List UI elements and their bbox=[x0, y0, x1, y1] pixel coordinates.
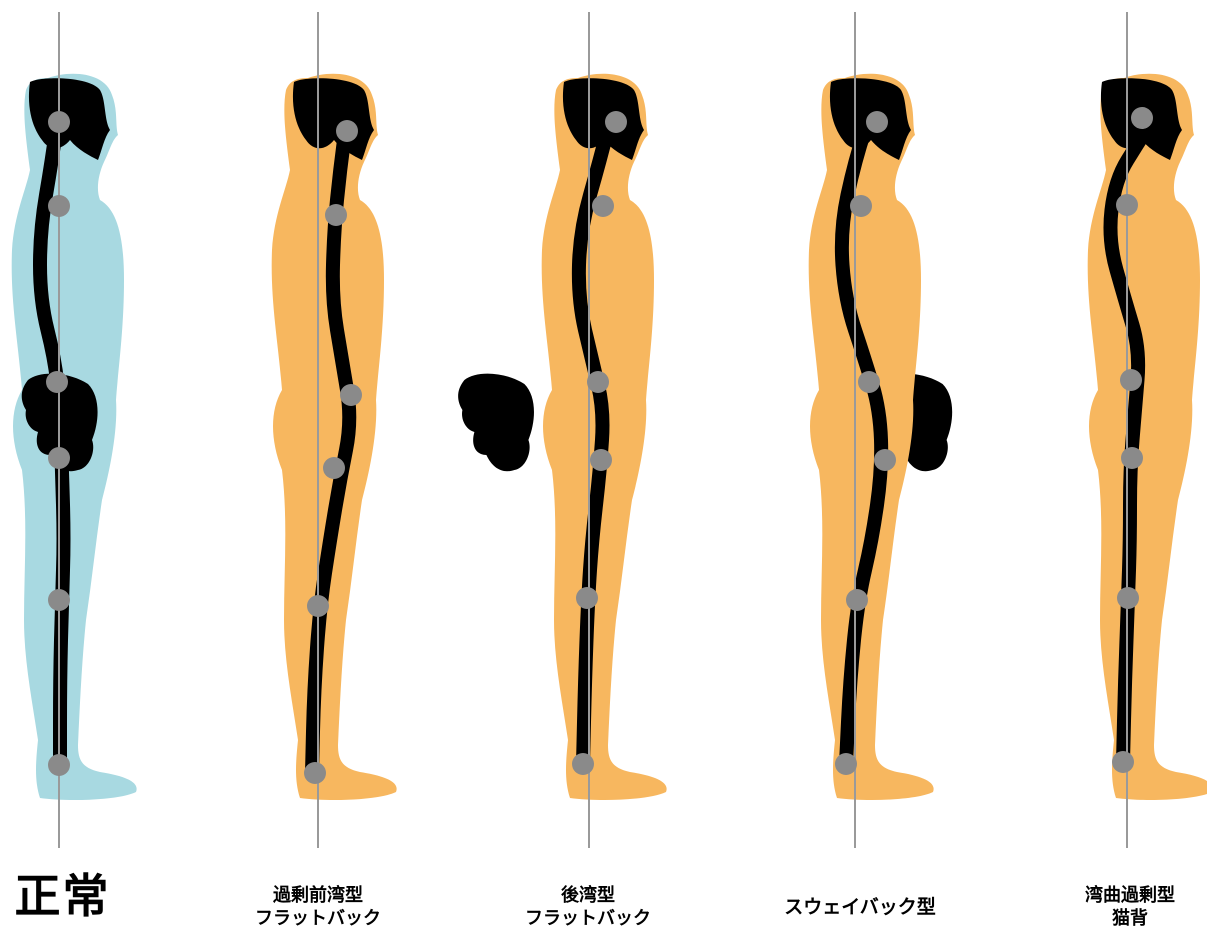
joint-marker bbox=[48, 589, 70, 611]
joint-marker bbox=[307, 595, 329, 617]
joint-marker bbox=[340, 384, 362, 406]
posture-label-line: フラットバック bbox=[508, 908, 668, 931]
posture-label-line: 正常 bbox=[0, 868, 125, 926]
posture-label-normal: 正常 bbox=[0, 868, 125, 926]
joint-marker bbox=[323, 457, 345, 479]
joint-marker bbox=[304, 762, 326, 784]
pelvis-shape bbox=[458, 374, 534, 472]
joint-marker bbox=[48, 447, 70, 469]
posture-label-flat-back: 後湾型 フラットバック bbox=[508, 885, 668, 930]
posture-label-flat-back-kyphosis: 過剰前湾型 フラットバック bbox=[238, 885, 398, 930]
joint-marker bbox=[858, 371, 880, 393]
joint-marker bbox=[336, 120, 358, 142]
joint-marker bbox=[1117, 587, 1139, 609]
posture-label-line: 湾曲過剰型 bbox=[1055, 885, 1205, 908]
joint-marker bbox=[1121, 447, 1143, 469]
joint-marker bbox=[846, 589, 868, 611]
joint-marker bbox=[46, 371, 68, 393]
joint-marker bbox=[1120, 369, 1142, 391]
joint-marker bbox=[590, 449, 612, 471]
posture-figure-flat-back-kyphosis bbox=[272, 12, 534, 848]
joint-marker bbox=[1131, 107, 1153, 129]
posture-label-line: 猫背 bbox=[1055, 908, 1205, 931]
posture-label-sway-back: スウェイバック型 bbox=[770, 896, 950, 920]
joint-marker bbox=[48, 754, 70, 776]
joint-marker bbox=[1112, 751, 1134, 773]
joint-marker bbox=[874, 449, 896, 471]
posture-label-line: 過剰前湾型 bbox=[238, 885, 398, 908]
joint-marker bbox=[866, 111, 888, 133]
posture-label-line: フラットバック bbox=[238, 908, 398, 931]
joint-marker bbox=[48, 195, 70, 217]
joint-marker bbox=[1116, 194, 1138, 216]
joint-marker bbox=[592, 195, 614, 217]
joint-marker bbox=[576, 587, 598, 609]
joint-marker bbox=[48, 111, 70, 133]
posture-label-line: スウェイバック型 bbox=[770, 896, 950, 920]
joint-marker bbox=[605, 111, 627, 133]
body-silhouette bbox=[1088, 74, 1207, 800]
posture-label-kypho-lordosis: 湾曲過剰型 猫背 bbox=[1055, 885, 1205, 930]
joint-marker bbox=[587, 371, 609, 393]
joint-marker bbox=[572, 753, 594, 775]
joint-marker bbox=[325, 204, 347, 226]
posture-label-line: 後湾型 bbox=[508, 885, 668, 908]
joint-marker bbox=[835, 753, 857, 775]
posture-figure-normal bbox=[12, 12, 137, 848]
joint-marker bbox=[850, 195, 872, 217]
posture-figure-kypho-lordosis bbox=[1088, 12, 1207, 848]
